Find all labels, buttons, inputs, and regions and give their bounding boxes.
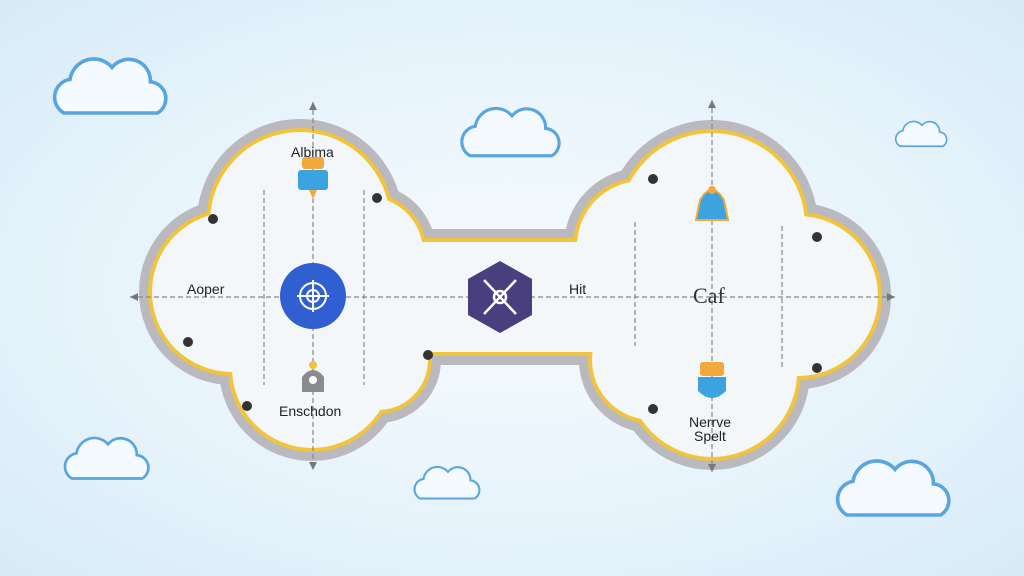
decorative-cloud-icon xyxy=(63,436,150,480)
left-cloud-bottom-label: Enschdon xyxy=(279,403,341,419)
right-cloud-bottom-label-line1: Nerrve xyxy=(689,414,731,430)
robot-badge-icon xyxy=(298,157,328,199)
right-cloud-center-label: Caf xyxy=(693,283,725,308)
left-cloud-top-label: Albima xyxy=(291,144,334,160)
hub-node[interactable] xyxy=(280,263,346,329)
bridge-label: Hit xyxy=(569,281,586,297)
shield-badge-icon xyxy=(698,362,726,398)
decorative-cloud-icon xyxy=(894,120,948,148)
node-dots xyxy=(183,174,822,414)
decorative-cloud-icon xyxy=(460,106,561,158)
gear-network-icon xyxy=(297,280,329,312)
right-cloud-bottom-label-line2: Spelt xyxy=(694,428,726,444)
left-cloud-left-label: Aoper xyxy=(187,281,225,297)
arrowheads xyxy=(130,100,895,472)
user-badge-icon xyxy=(302,361,324,392)
hexagon-node[interactable] xyxy=(468,261,532,333)
crossed-tools-icon xyxy=(483,279,517,315)
decorative-cloud-icon xyxy=(413,465,481,500)
decorative-cloud-icon xyxy=(835,459,951,517)
decorative-cloud-icon xyxy=(52,57,168,115)
bell-badge-icon xyxy=(694,186,730,221)
